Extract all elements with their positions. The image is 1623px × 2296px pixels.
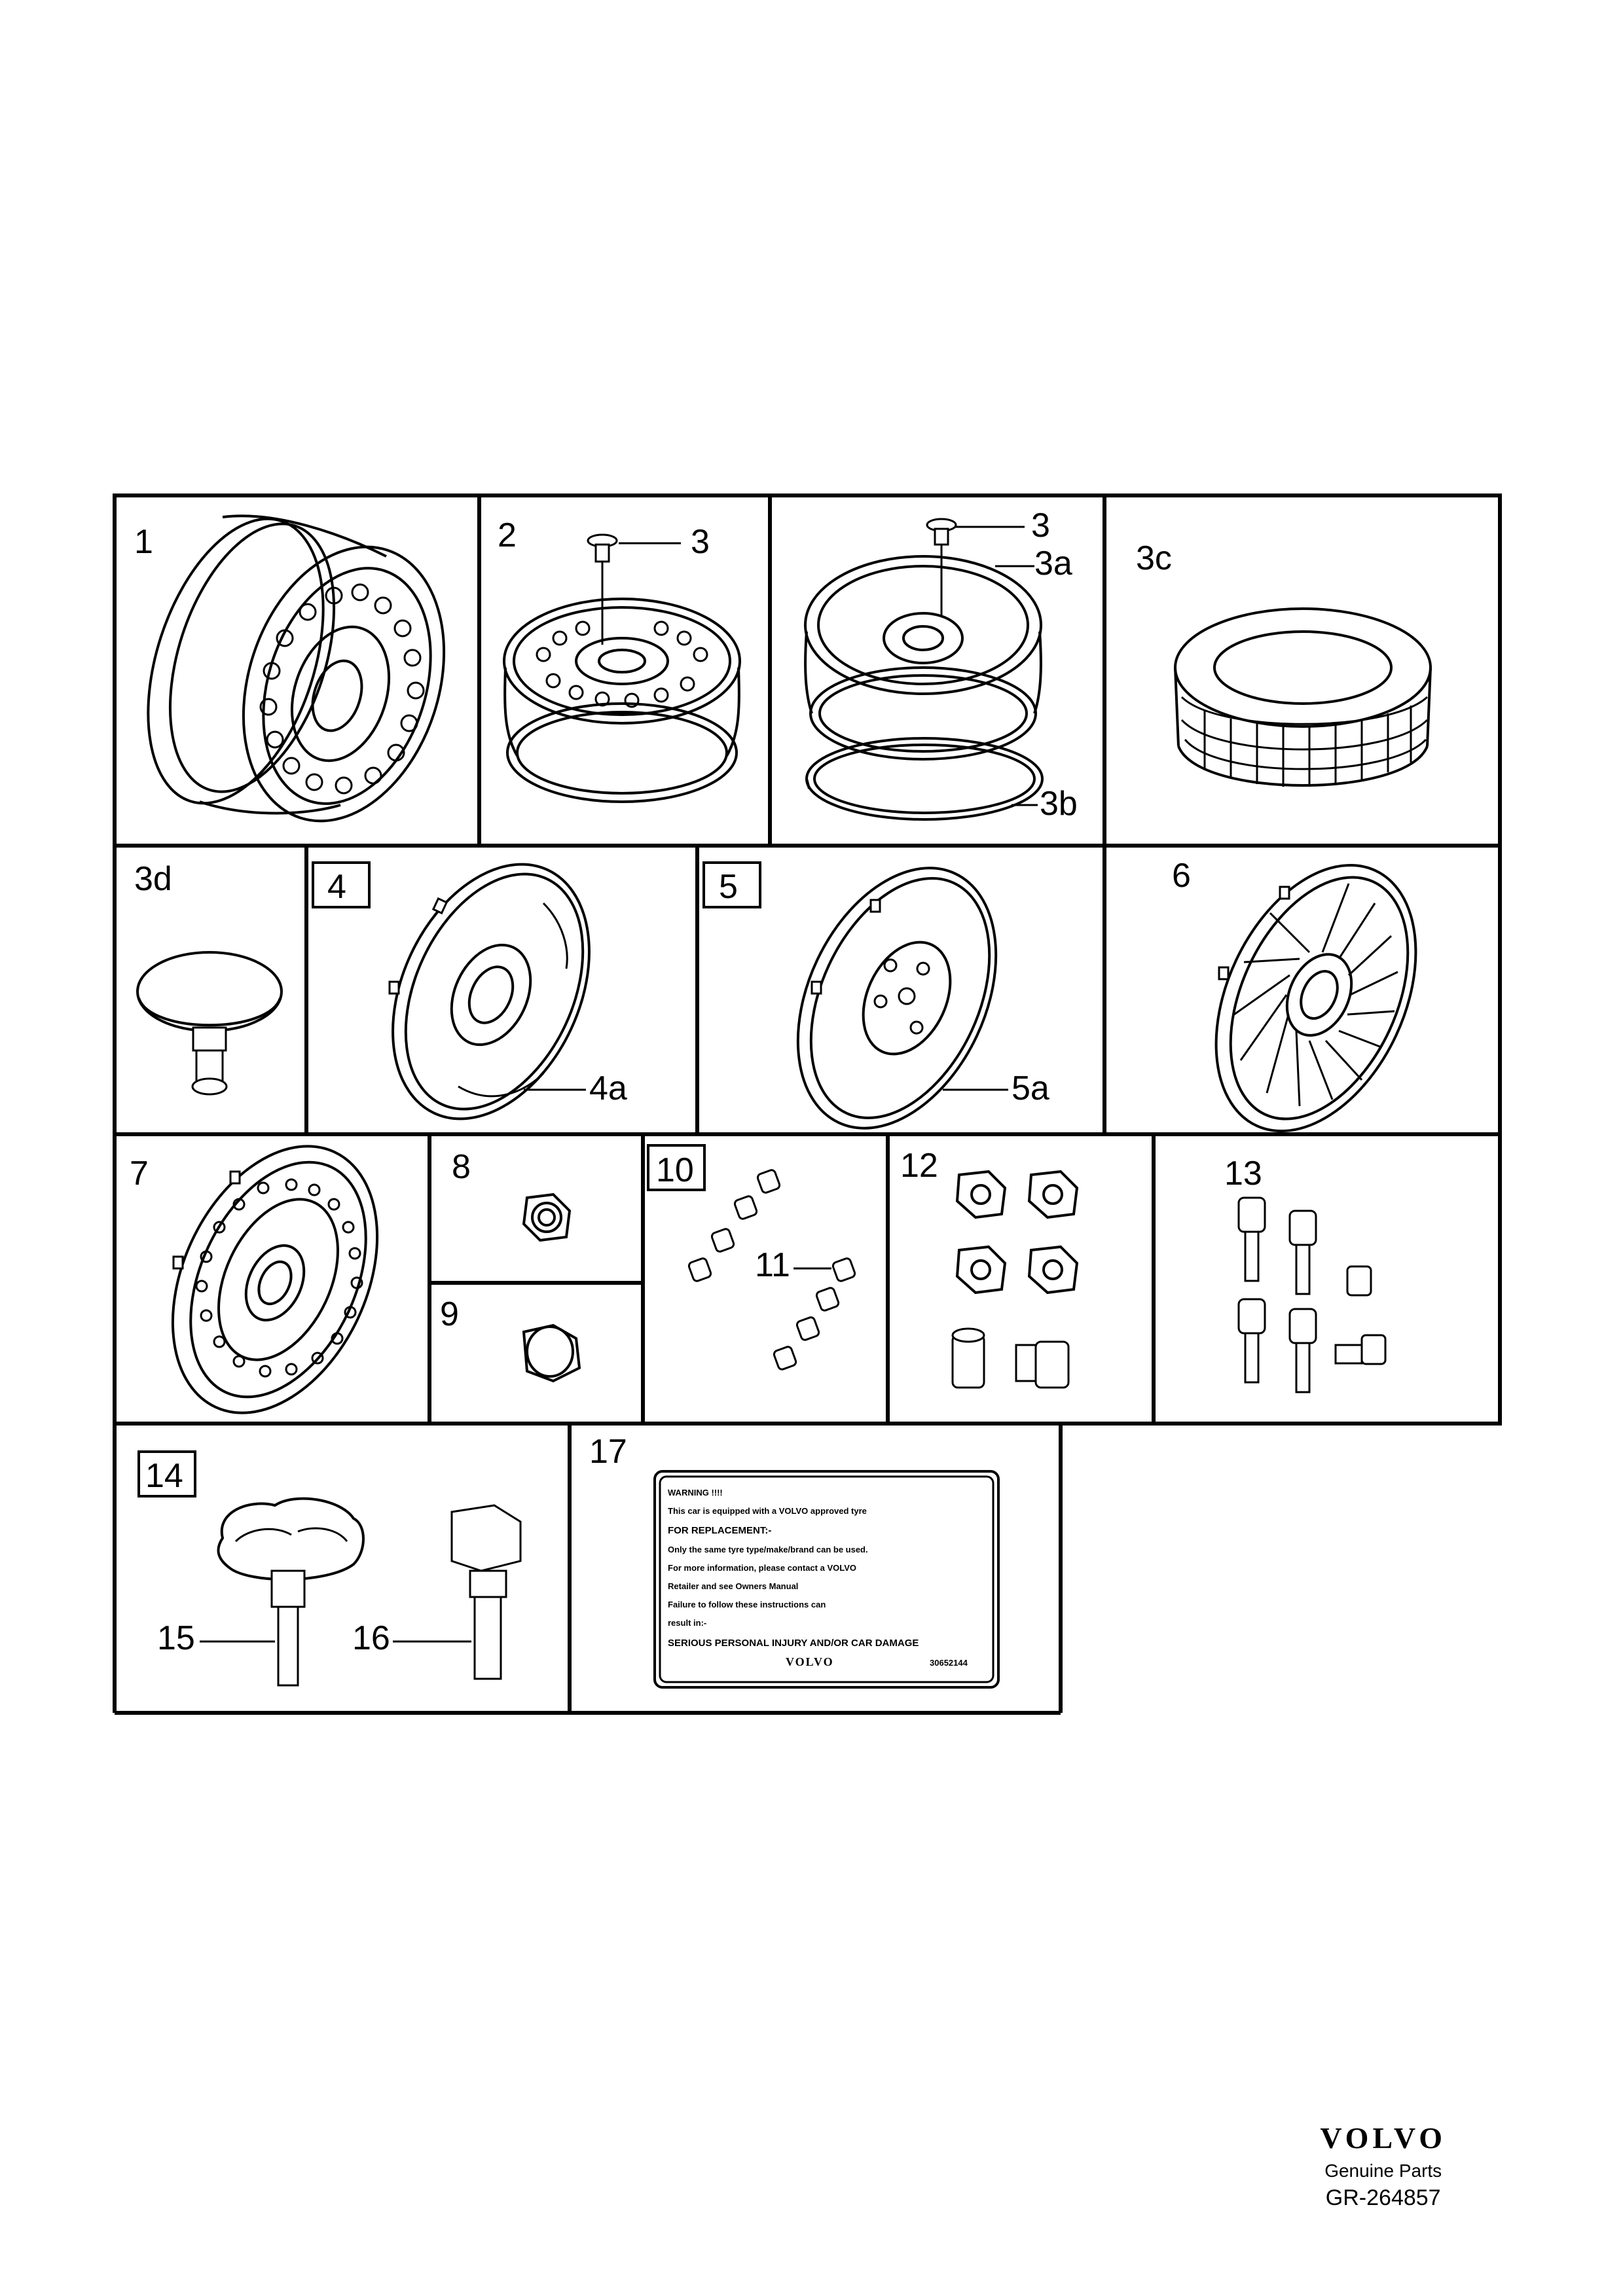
warning-label-brand: VOLVO	[786, 1655, 834, 1668]
valve-cap-set	[687, 1169, 856, 1371]
warning-line-6: Retailer and see Owners Manual	[668, 1581, 798, 1591]
genuine-parts-tagline: Genuine Parts	[1324, 2161, 1442, 2181]
warning-label-part-number: 30652144	[930, 1658, 968, 1668]
callout-3b: 3b	[1040, 785, 1078, 823]
callout-box-4	[312, 861, 371, 908]
callout-12: 12	[900, 1147, 938, 1185]
callout-17: 17	[589, 1433, 627, 1471]
callout-7: 7	[130, 1155, 149, 1193]
warning-line-4: Only the same tyre type/make/brand can b…	[668, 1545, 868, 1554]
callout-16: 16	[352, 1619, 390, 1657]
warning-line-5: For more information, please contact a V…	[668, 1563, 856, 1573]
footer: VOLVO Genuine Parts GR-264857	[1320, 2121, 1446, 2211]
part-14-spare-wheel-fastener: 14 15 16	[137, 1450, 522, 1687]
callout-4: 4	[327, 868, 346, 906]
part-5-hub-cap: 5 5a	[702, 861, 1049, 1130]
callout-2: 2	[498, 516, 517, 554]
callout-10: 10	[656, 1151, 694, 1189]
callout-box-10	[647, 1144, 706, 1191]
callout-3d: 3d	[134, 860, 172, 898]
callout-3c: 3c	[1136, 539, 1172, 577]
part-7-hub-cap: 7	[130, 1145, 379, 1414]
callout-1: 1	[134, 523, 153, 561]
callout-9: 9	[440, 1295, 459, 1333]
warning-line-8: result in:-	[668, 1618, 706, 1628]
part-6-hub-cap: 6	[1172, 857, 1417, 1133]
callout-13: 13	[1224, 1155, 1262, 1193]
warning-line-3: FOR REPLACEMENT:-	[668, 1525, 771, 1536]
part-3c-tyre: 3c	[1136, 539, 1432, 787]
part-4-hub-cap: 4 4a	[312, 861, 627, 1121]
tyre-3b	[805, 737, 1044, 821]
hub-cap-6-spokes	[1233, 883, 1398, 1107]
warning-line-7: Failure to follow these instructions can	[668, 1600, 826, 1609]
callout-15: 15	[157, 1619, 195, 1657]
part-13-bolts: 13	[1224, 1155, 1387, 1393]
callout-3-right: 3	[1031, 507, 1050, 545]
tyre-3c-tread	[1180, 696, 1429, 787]
callout-8: 8	[452, 1148, 471, 1186]
warning-line-9: SERIOUS PERSONAL INJURY AND/OR CAR DAMAG…	[668, 1638, 919, 1649]
part-8-nut: 8	[452, 1148, 572, 1242]
callout-4a: 4a	[589, 1069, 627, 1107]
center-cap-bolt-3	[587, 533, 618, 645]
part-12-locking-nuts: 12	[900, 1147, 1079, 1389]
callout-6: 6	[1172, 857, 1191, 895]
part-9-cap-nut: 9	[440, 1295, 581, 1383]
volvo-logo: VOLVO	[1320, 2121, 1446, 2155]
warning-line-2: This car is equipped with a VOLVO approv…	[668, 1506, 867, 1516]
callout-11: 11	[755, 1246, 790, 1284]
callout-5: 5	[719, 868, 738, 906]
part-17-warning-label: 17 WARNING !!!! This car is equipped wit…	[589, 1433, 1000, 1689]
callout-3-left: 3	[691, 523, 710, 561]
wheel-1-vent-holes	[259, 583, 425, 795]
callout-box-5	[702, 861, 761, 908]
part-3d-center-cap: 3d	[134, 860, 283, 1096]
callout-3a: 3a	[1034, 545, 1072, 583]
wheel-2-vent-holes	[536, 620, 708, 708]
part-3-wheel-assembly: 3 3a 3b	[804, 507, 1078, 823]
warning-line-1: WARNING !!!!	[668, 1488, 723, 1498]
part-10-valve-caps: 10 11	[647, 1144, 856, 1371]
hub-cap-7-slots	[195, 1178, 363, 1378]
callout-box-14	[137, 1450, 196, 1498]
part-1-steel-wheel: 1	[134, 514, 446, 823]
diagram-grid	[113, 493, 1502, 1715]
callout-5a: 5a	[1012, 1069, 1049, 1107]
diagram-code: GR-264857	[1325, 2185, 1441, 2210]
part-2-steel-wheel: 2 3	[498, 516, 741, 803]
callout-14: 14	[145, 1457, 183, 1495]
